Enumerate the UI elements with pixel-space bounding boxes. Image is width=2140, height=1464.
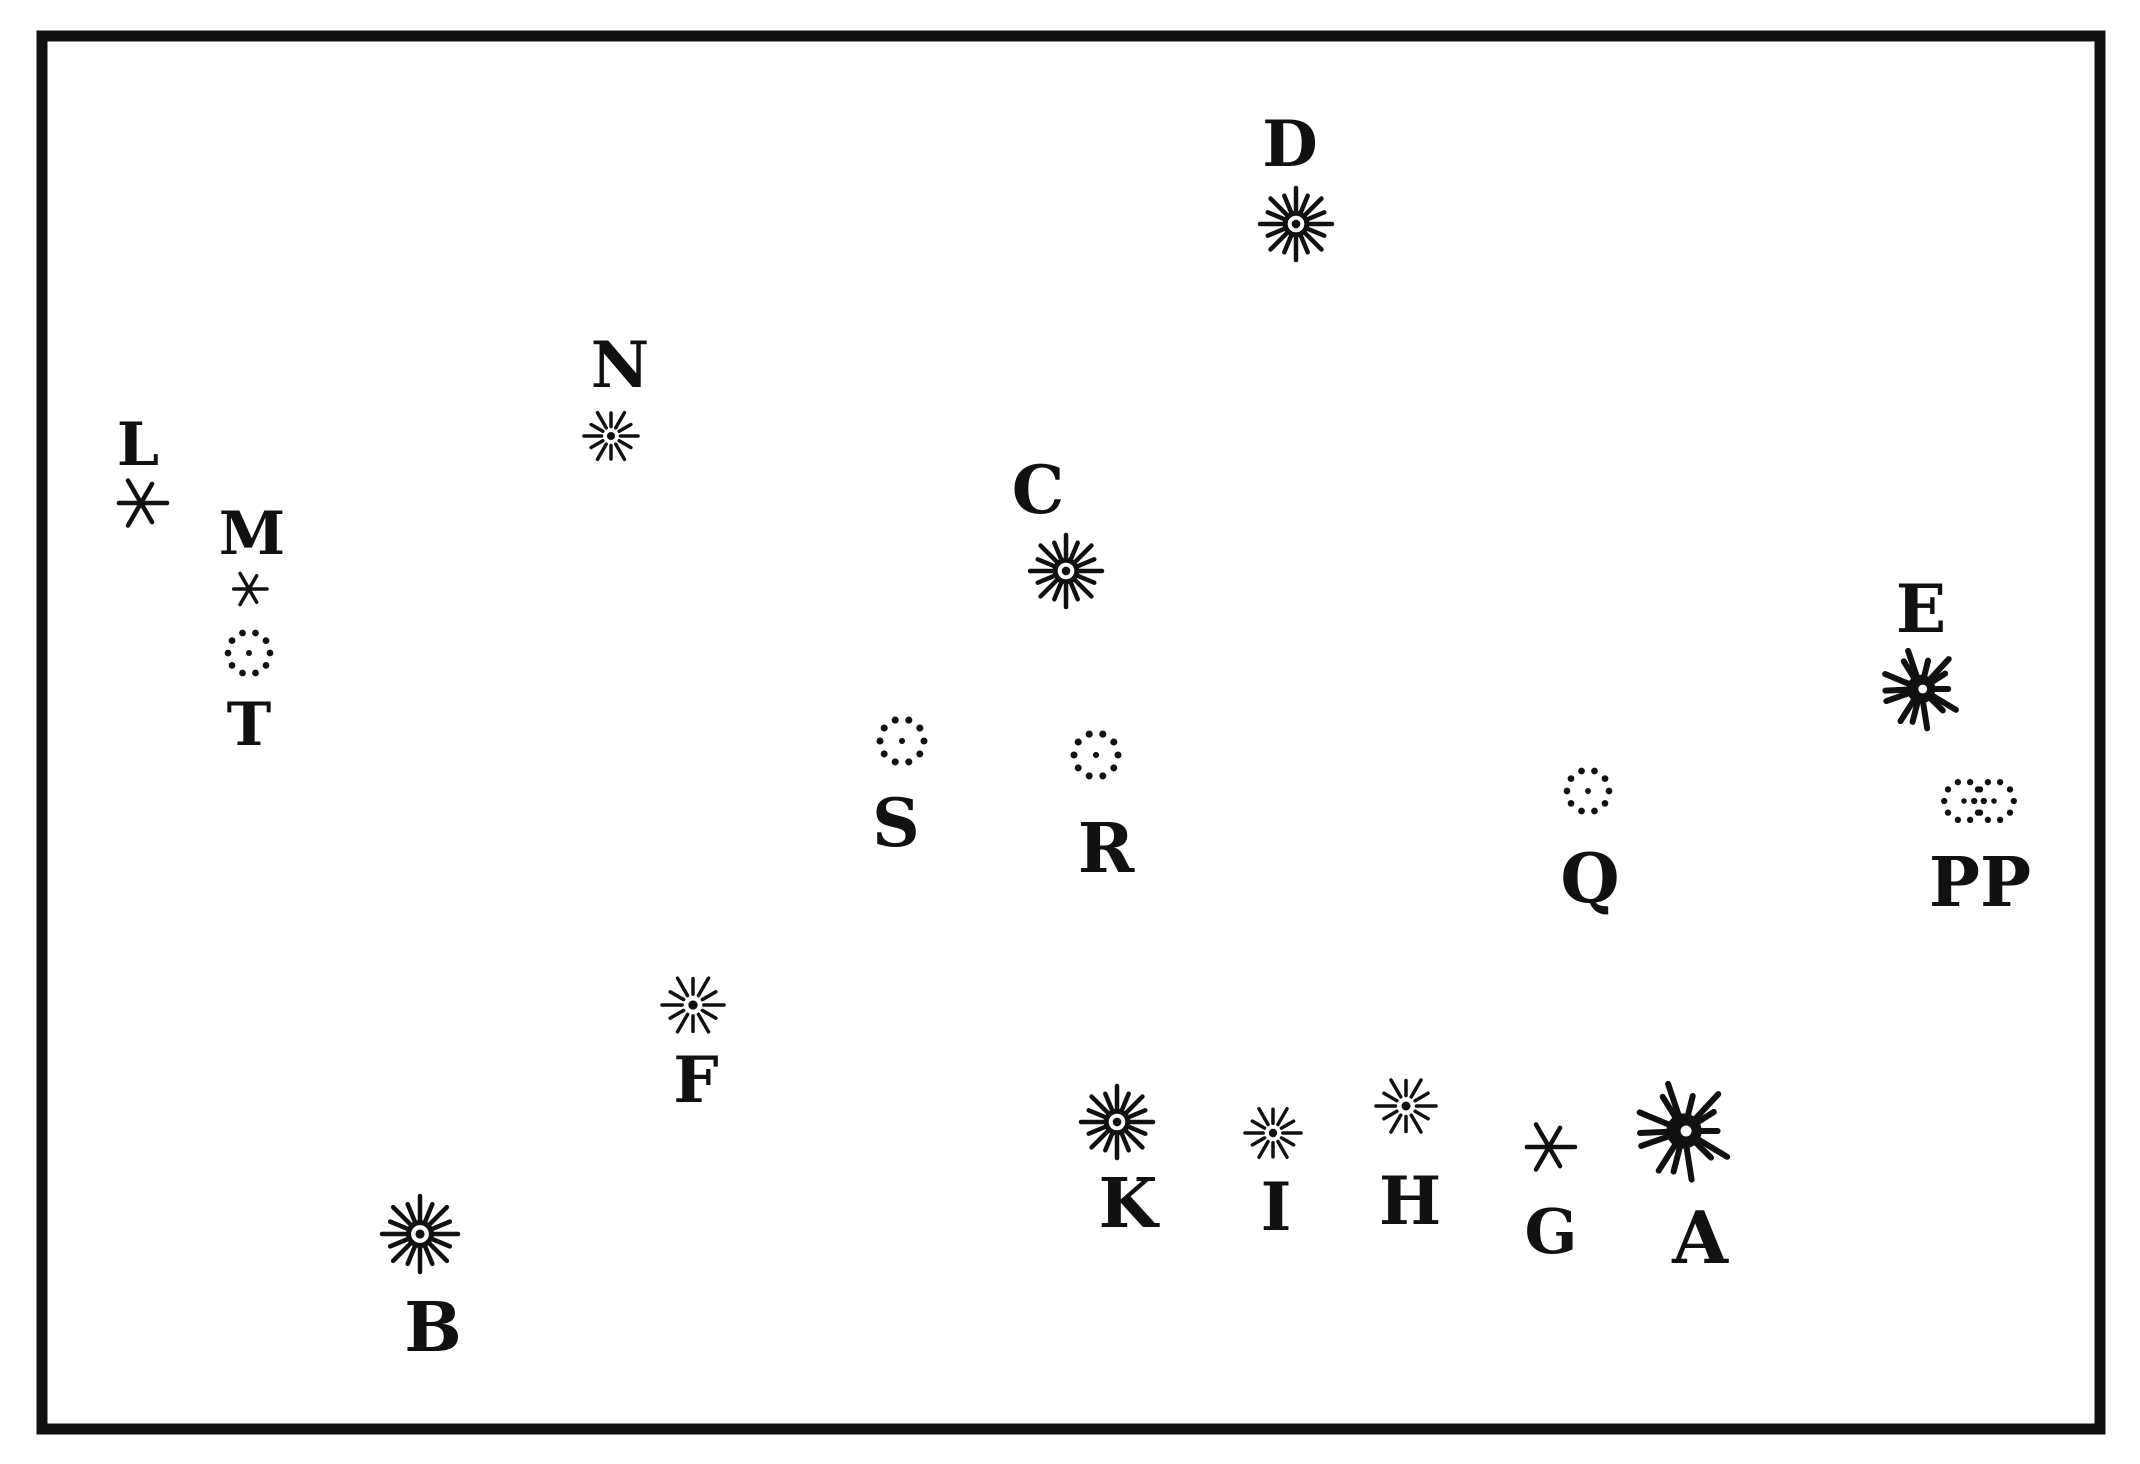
star-m-small-asterisk-icon — [231, 571, 269, 607]
star-d-rayed-star-large-icon — [1257, 185, 1335, 263]
star-label-k: K — [1098, 1164, 1160, 1244]
star-label-g: G — [1525, 1195, 1578, 1268]
star-h: H — [1374, 1078, 1441, 1240]
star-c: C — [1012, 451, 1105, 610]
star-m: M — [219, 499, 285, 607]
star-pp-double-dotted-ring-icon — [1941, 779, 2017, 823]
star-i-rayed-star-small-icon — [1243, 1107, 1303, 1159]
star-l: L — [116, 410, 170, 528]
star-label-l: L — [117, 410, 159, 480]
stars-layer: D N LM T C E S R Q PP F K I H G A B — [116, 107, 2031, 1368]
star-i: I — [1243, 1107, 1303, 1246]
star-r-dotted-ring-icon — [1070, 730, 1122, 780]
star-e-spiky-star-icon — [1882, 647, 1959, 732]
star-s-dotted-ring-icon — [876, 716, 928, 766]
star-b: B — [379, 1193, 462, 1368]
star-q: Q — [1560, 767, 1620, 919]
star-l-plain-asterisk-icon — [116, 478, 170, 528]
star-label-e: E — [1896, 570, 1946, 648]
star-pp: PP — [1929, 779, 2031, 923]
star-label-a: A — [1671, 1195, 1729, 1280]
star-b-rayed-star-large-icon — [379, 1193, 461, 1275]
star-label-i: I — [1261, 1168, 1292, 1246]
star-label-r: R — [1078, 809, 1135, 889]
star-t-dotted-ring-icon — [224, 629, 274, 677]
star-c-rayed-star-large-icon — [1027, 532, 1105, 610]
star-k: K — [1078, 1083, 1160, 1244]
star-label-c: C — [1012, 451, 1065, 529]
star-t: T — [224, 629, 274, 760]
star-h-rayed-star-small-icon — [1374, 1078, 1438, 1134]
star-d: D — [1257, 107, 1335, 263]
star-label-s: S — [872, 784, 920, 862]
star-f-rayed-star-small-icon — [660, 976, 726, 1034]
star-k-rayed-star-large-icon — [1078, 1083, 1156, 1161]
star-r: R — [1070, 730, 1135, 889]
star-g-plain-asterisk-icon — [1524, 1122, 1578, 1172]
star-a: A — [1636, 1080, 1731, 1280]
star-g: G — [1524, 1122, 1578, 1268]
star-s: S — [872, 716, 928, 862]
star-label-q: Q — [1560, 839, 1619, 919]
star-label-f: F — [673, 1043, 718, 1118]
star-a-spiky-star-icon — [1636, 1080, 1731, 1183]
star-e: E — [1882, 570, 1959, 732]
star-label-m: M — [219, 499, 285, 569]
star-n: N — [582, 328, 650, 462]
star-label-h: H — [1379, 1162, 1441, 1240]
star-label-b: B — [404, 1288, 461, 1368]
star-label-n: N — [591, 328, 650, 403]
star-label-pp: PP — [1929, 843, 2031, 923]
star-f: F — [660, 976, 726, 1118]
star-label-d: D — [1262, 107, 1318, 182]
star-n-rayed-star-small-icon — [582, 410, 640, 462]
star-label-t: T — [227, 690, 272, 760]
star-q-dotted-ring-icon — [1563, 767, 1613, 815]
chart-frame — [36, 30, 2106, 1435]
